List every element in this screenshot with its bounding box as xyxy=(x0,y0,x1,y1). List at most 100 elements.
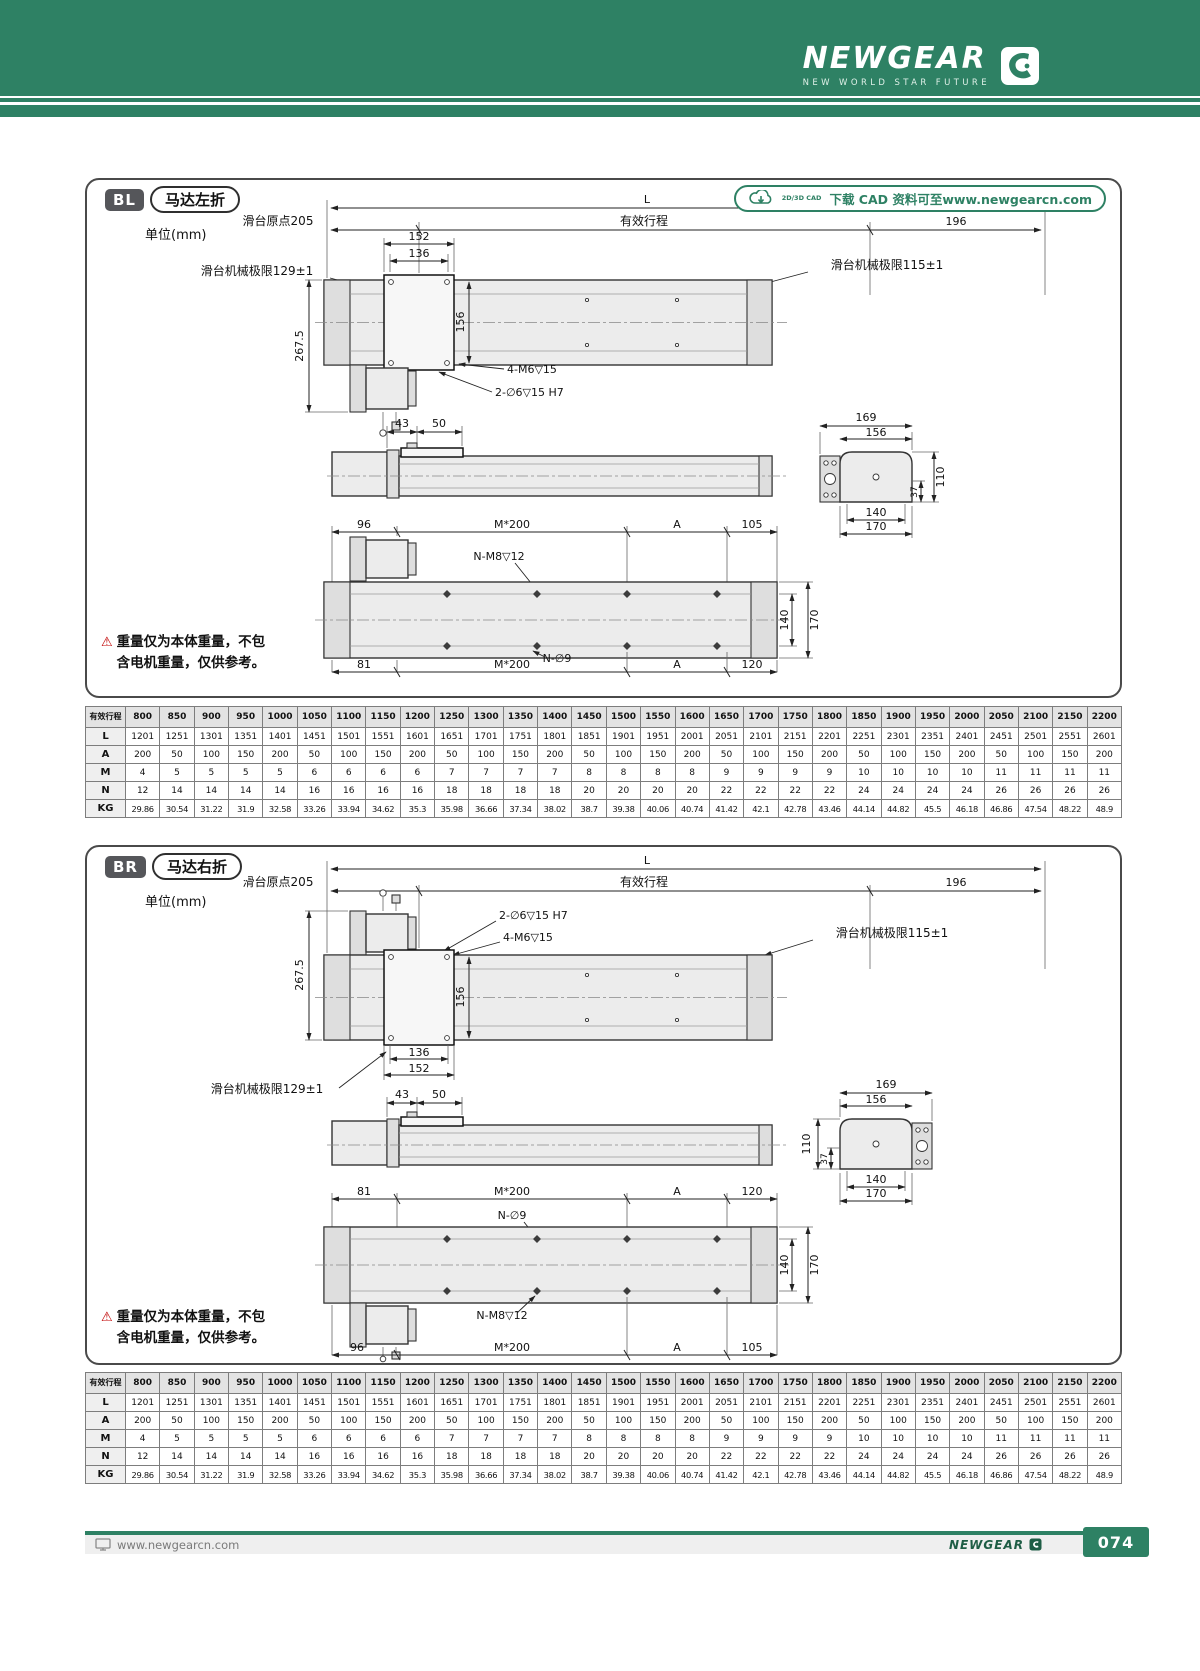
dim-s170: 170 xyxy=(808,610,821,631)
spec-cell: 30.54 xyxy=(159,799,195,818)
spec-cell: 39.38 xyxy=(605,1465,642,1484)
spec-cell: 1100 xyxy=(331,1372,367,1394)
spec-cell: 1250 xyxy=(434,706,470,728)
cad-icon-label: 2D/3D CAD xyxy=(781,194,822,203)
spec-cell: 200 xyxy=(537,1411,573,1430)
spec-cell: 5 xyxy=(262,1429,298,1448)
spec-cell: 200 xyxy=(399,1411,436,1430)
spec-cell: 1200 xyxy=(399,706,436,728)
spec-cell: 1350 xyxy=(502,1372,539,1394)
spec-cell: 42.1 xyxy=(743,799,779,818)
spec-cell: 12 xyxy=(124,781,161,800)
dim-origin: 滑台原点205 xyxy=(243,213,314,228)
dim-110: 110 xyxy=(800,1134,813,1155)
spec-cell: 950 xyxy=(228,706,264,728)
dim-e170: 170 xyxy=(866,520,887,533)
spec-cell: 44.82 xyxy=(880,1465,916,1484)
spec-cell: 2001 xyxy=(674,1393,710,1412)
spec-cell: 50 xyxy=(708,1411,745,1430)
spec-cell: 22 xyxy=(777,781,813,800)
spec-cell: 40.74 xyxy=(674,799,710,818)
dim-stroke: 有效行程 xyxy=(620,213,668,228)
spec-cell: 11 xyxy=(1086,763,1123,782)
footer-url-block[interactable]: www.newgearcn.com xyxy=(95,1538,239,1552)
spec-cell: 11 xyxy=(1086,1429,1123,1448)
spec-cell: 2351 xyxy=(914,727,951,746)
spec-cell: 22 xyxy=(811,1447,848,1466)
spec-cell: 2000 xyxy=(949,1372,985,1394)
spec-cell: 1650 xyxy=(708,706,745,728)
dim-nm8: N-M8▽12 xyxy=(473,550,524,563)
spec-cell: 43.46 xyxy=(811,799,848,818)
spec-cell: 26 xyxy=(983,1447,1019,1466)
spec-cell: 16 xyxy=(331,781,367,800)
bl-side-view: 43 50 xyxy=(327,417,787,499)
spec-cell: 8 xyxy=(605,1429,642,1448)
weight-note-line1: ⚠重量仅为本体重量，不包 xyxy=(101,1309,266,1325)
dim-105: 105 xyxy=(742,518,763,531)
dim-L: L xyxy=(644,854,651,867)
dim-156: 156 xyxy=(454,987,467,1008)
spec-cell: 1750 xyxy=(777,1372,813,1394)
spec-cell: 100 xyxy=(880,1411,916,1430)
section-title: 马达左折 xyxy=(150,186,241,213)
dim-96: 96 xyxy=(350,1341,364,1354)
spec-cell: 16 xyxy=(365,1447,401,1466)
spec-cell: 150 xyxy=(777,745,813,764)
spec-cell: 20 xyxy=(674,1447,710,1466)
spec-cell: 1200 xyxy=(399,1372,436,1394)
spec-cell: 41.42 xyxy=(708,1465,745,1484)
spec-cell: 1351 xyxy=(228,1393,264,1412)
row-header: A xyxy=(85,1411,126,1430)
spec-cell: 200 xyxy=(124,1411,161,1430)
dim-nm8: N-M8▽12 xyxy=(476,1309,527,1322)
spec-cell: 6 xyxy=(331,1429,367,1448)
spec-cell: 2100 xyxy=(1017,706,1054,728)
dim-169: 169 xyxy=(856,411,877,424)
spec-cell: 100 xyxy=(743,745,779,764)
bl-bottom-view: 96 M*200 A 105 N-M8▽12 xyxy=(315,518,821,678)
spec-cell: 10 xyxy=(949,763,985,782)
row-header: KG xyxy=(85,1465,126,1484)
br-side-view: 43 50 xyxy=(327,1088,787,1168)
footer-url[interactable]: www.newgearcn.com xyxy=(117,1537,240,1552)
spec-cell: 44.14 xyxy=(846,799,882,818)
footer-brand: NEWGEAR xyxy=(949,1538,1042,1552)
cad-download-badge[interactable]: 2D/3D CAD 下载 CAD 资料可至www.newgearcn.com xyxy=(733,185,1106,212)
spec-cell: 48.22 xyxy=(1052,799,1088,818)
spec-cell: 1850 xyxy=(846,1372,882,1394)
spec-cell: 1550 xyxy=(640,1372,676,1394)
spec-cell: 14 xyxy=(159,781,195,800)
spec-cell: 2401 xyxy=(949,727,985,746)
footer-bar: www.newgearcn.com NEWGEAR xyxy=(85,1531,1122,1554)
spec-cell: 10 xyxy=(914,763,951,782)
spec-cell: 2201 xyxy=(811,727,848,746)
spec-cell: 14 xyxy=(262,1447,298,1466)
dim-m200-top: M*200 xyxy=(494,518,530,531)
row-header: L xyxy=(85,1393,126,1412)
spec-cell: 38.02 xyxy=(537,799,573,818)
spec-cell: 1950 xyxy=(914,706,951,728)
spec-cell: 200 xyxy=(124,745,161,764)
spec-cell: 850 xyxy=(159,706,195,728)
spec-cell: 5 xyxy=(193,763,230,782)
spec-cell: 42.78 xyxy=(777,1465,813,1484)
spec-cell: 150 xyxy=(914,1411,951,1430)
spec-cell: 1601 xyxy=(399,727,436,746)
spec-cell: 950 xyxy=(228,1372,264,1394)
brand-tagline: NEW WORLD STAR FUTURE xyxy=(802,78,990,88)
spec-cell: 43.46 xyxy=(811,1465,848,1484)
spec-cell: 48.9 xyxy=(1086,1465,1123,1484)
spec-cell: 100 xyxy=(468,1411,504,1430)
spec-cell: 16 xyxy=(399,781,436,800)
bl-end-view: 169 156 110 37 140 xyxy=(819,411,947,538)
spec-cell: 2501 xyxy=(1017,1393,1054,1412)
spec-cell: 48.9 xyxy=(1086,799,1123,818)
newgear-logo-icon xyxy=(1001,47,1039,85)
dim-120: 120 xyxy=(742,1185,763,1198)
spec-cell: 1701 xyxy=(468,1393,504,1412)
section-title: 马达右折 xyxy=(151,853,242,880)
